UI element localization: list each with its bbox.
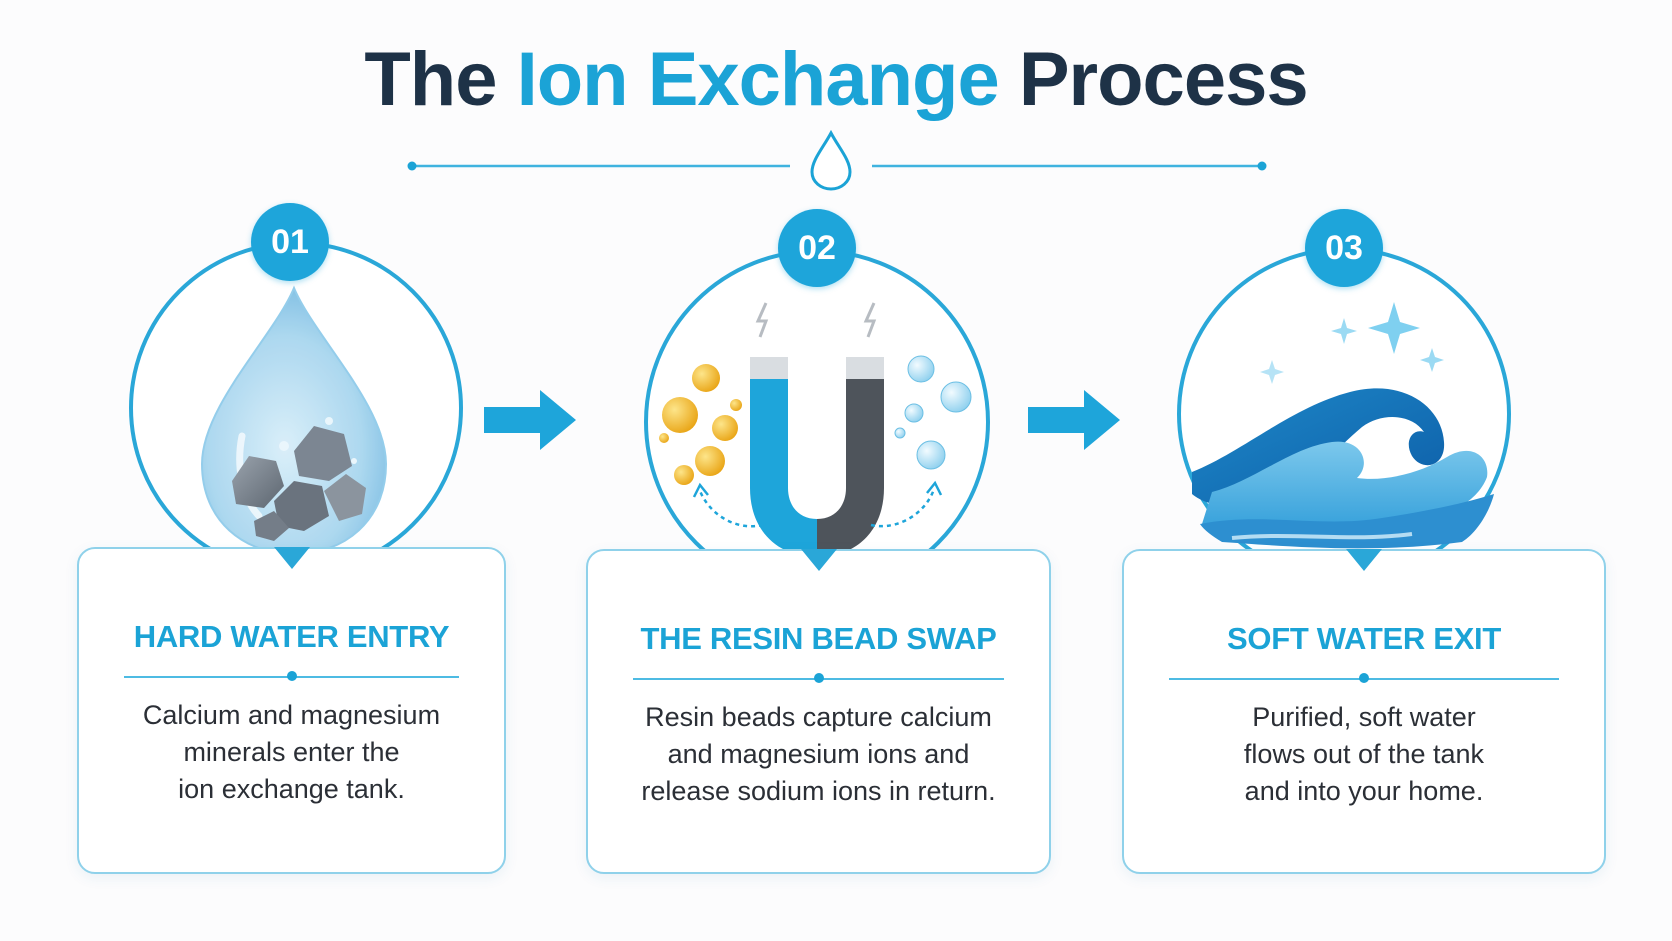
card-pointer	[1346, 549, 1382, 571]
step-3-badge: 03	[1305, 209, 1383, 287]
page-title: The Ion Exchange Process	[0, 36, 1672, 123]
card-rule-dot	[813, 673, 824, 683]
step-2-description: Resin beads capture calcium and magnesiu…	[641, 702, 996, 806]
card-rule-dot	[286, 671, 297, 681]
card-pointer	[801, 549, 837, 571]
step-3-circle	[1177, 247, 1511, 581]
step-3-card: SOFT WATER EXIT Purified, soft water flo…	[1122, 549, 1606, 874]
title-suffix: Process	[1018, 37, 1309, 122]
step-2-badge: 02	[778, 209, 856, 287]
step-2-circle	[644, 249, 990, 595]
hard-water-drop-icon	[200, 285, 388, 556]
sparkle-icon	[1260, 302, 1444, 384]
magnet-icon	[750, 302, 884, 557]
step-2-heading: THE RESIN BEAD SWAP	[640, 621, 997, 656]
step-3-heading: SOFT WATER EXIT	[1227, 621, 1501, 656]
exchange-arrows-icon	[692, 480, 943, 528]
sodium-ion-icon	[894, 355, 972, 470]
step-1-description: Calcium and magnesium minerals enter the…	[142, 700, 441, 804]
wave-icon	[1192, 388, 1494, 549]
card-pointer	[274, 547, 310, 569]
droplet-icon	[810, 129, 852, 191]
card-rule-dot	[1359, 673, 1369, 683]
calcium-ion-icon	[659, 364, 742, 485]
step-2-card: THE RESIN BEAD SWAP Resin beads capture …	[586, 549, 1051, 874]
flow-arrow-1	[484, 390, 576, 450]
step-1-card: HARD WATER ENTRY Calcium and magnesium m…	[77, 547, 506, 874]
title-accent: Ion Exchange	[516, 37, 1000, 122]
step-3-description: Purified, soft water flows out of the ta…	[1243, 702, 1485, 806]
flow-arrow-2	[1028, 390, 1120, 450]
step-1-badge: 01	[251, 203, 329, 281]
step-1-circle	[129, 241, 463, 575]
title-prefix: The	[364, 37, 497, 122]
step-1-heading: HARD WATER ENTRY	[133, 619, 450, 654]
